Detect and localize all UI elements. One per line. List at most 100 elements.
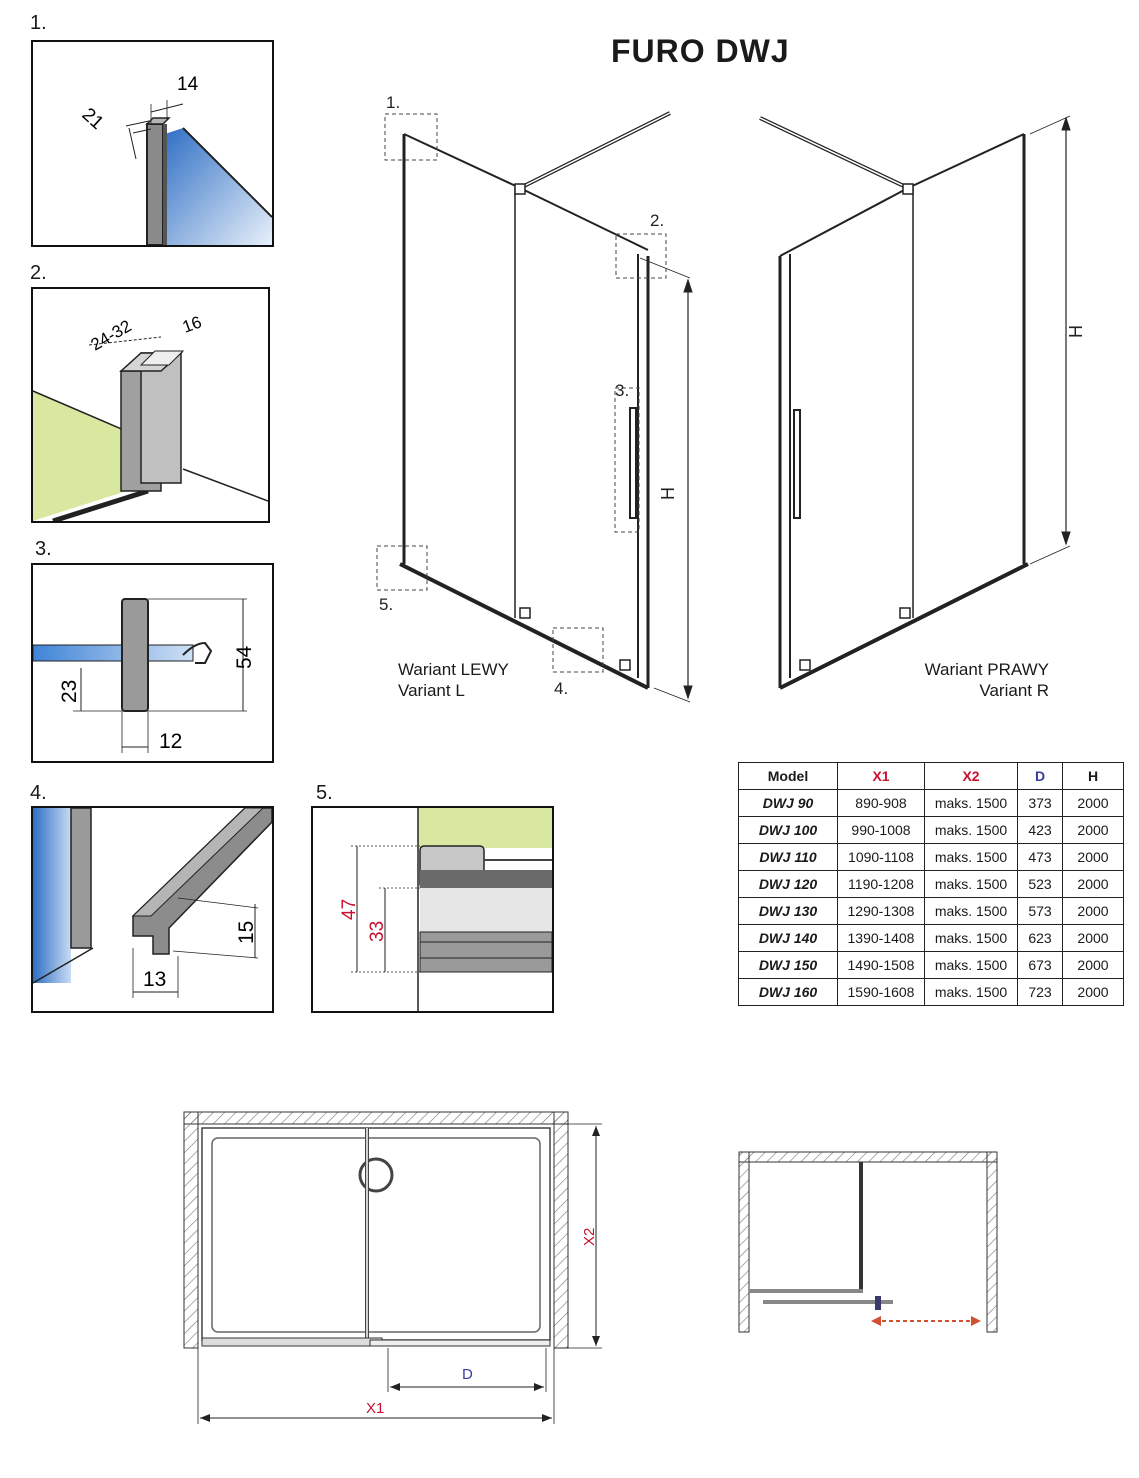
detail-5-panel: 47 33 <box>311 806 554 1013</box>
cell-d: 473 <box>1017 843 1063 871</box>
callout-5: 5. <box>379 595 393 614</box>
cell-model: DWJ 150 <box>738 951 838 979</box>
left-height-label: H <box>658 487 678 500</box>
callout-3: 3. <box>615 381 629 400</box>
plan-view-drawing: X2 D X1 <box>183 1111 602 1424</box>
profile-shape <box>146 123 164 245</box>
detail-1-label: 1. <box>30 12 47 34</box>
detail-2-panel: 24-32 16 <box>31 287 270 523</box>
left-variant-en: Variant L <box>398 681 465 700</box>
table-header-row: Model X1 X2 D H <box>738 762 1124 790</box>
right-height-label: H <box>1066 325 1086 338</box>
cell-x1: 1190-1208 <box>837 870 925 898</box>
detail-3-panel: 54 23 12 <box>31 563 274 763</box>
right-variant-en: Variant R <box>979 681 1049 700</box>
cell-model: DWJ 110 <box>738 843 838 871</box>
dim-24-32: 24-32 <box>88 316 135 354</box>
glass-shape <box>33 644 194 662</box>
cell-model: DWJ 130 <box>738 897 838 925</box>
col-x2: X2 <box>924 762 1018 790</box>
dim-21: 21 <box>78 104 108 134</box>
cell-x2: maks. 1500 <box>924 951 1018 979</box>
drain-icon <box>358 1157 394 1193</box>
col-x1: X1 <box>837 762 925 790</box>
detail-3-label: 3. <box>35 538 52 560</box>
detail-4-panel: 15 13 <box>31 806 274 1013</box>
cell-d: 423 <box>1017 816 1063 844</box>
cell-x1: 1590-1608 <box>837 978 925 1006</box>
cell-model: DWJ 100 <box>738 816 838 844</box>
dim-47: 47 <box>339 899 360 920</box>
detail-4-drawing: 15 13 <box>33 808 272 998</box>
dim-16: 16 <box>180 312 204 336</box>
plan-x2-label: X2 <box>581 1228 598 1246</box>
cell-x2: maks. 1500 <box>924 816 1018 844</box>
dim-13: 13 <box>143 968 166 991</box>
detail-5-label: 5. <box>316 782 333 804</box>
cell-x1: 1090-1108 <box>837 843 925 871</box>
cell-model: DWJ 120 <box>738 870 838 898</box>
cell-x2: maks. 1500 <box>924 870 1018 898</box>
dim-14: 14 <box>177 74 199 95</box>
cell-h: 2000 <box>1062 870 1124 898</box>
cell-model: DWJ 90 <box>738 789 838 817</box>
detail-5-drawing: 47 33 <box>339 808 552 1011</box>
cell-h: 2000 <box>1062 897 1124 925</box>
rail-shape <box>132 808 272 955</box>
detail-2-drawing: 24-32 16 <box>33 312 268 521</box>
elevation-drawing: 1. 2. 3. 4. 5. H H <box>376 93 1086 703</box>
cell-x2: maks. 1500 <box>924 843 1018 871</box>
col-model: Model <box>738 762 838 790</box>
plan-schematic-drawing <box>738 1151 998 1333</box>
cell-x1: 1290-1308 <box>837 897 925 925</box>
detail-4-label: 4. <box>30 782 47 804</box>
cell-x1: 890-908 <box>837 789 925 817</box>
cell-x1: 990-1008 <box>837 816 925 844</box>
cell-d: 573 <box>1017 897 1063 925</box>
handle-shape <box>121 598 149 712</box>
glass-shape <box>33 808 71 983</box>
glass-shape <box>165 128 272 245</box>
cell-d: 673 <box>1017 951 1063 979</box>
cell-d: 373 <box>1017 789 1063 817</box>
cell-model: DWJ 140 <box>738 924 838 952</box>
cell-h: 2000 <box>1062 816 1124 844</box>
dim-23: 23 <box>58 680 81 703</box>
cell-x2: maks. 1500 <box>924 897 1018 925</box>
left-variant-caption: Wariant LEWY Variant L <box>398 659 509 701</box>
cell-x2: maks. 1500 <box>924 789 1018 817</box>
dim-15: 15 <box>235 921 258 944</box>
cell-d: 523 <box>1017 870 1063 898</box>
cell-x1: 1390-1408 <box>837 924 925 952</box>
detail-3-drawing: 54 23 12 <box>33 598 256 753</box>
cell-x1: 1490-1508 <box>837 951 925 979</box>
right-variant-drawing <box>759 115 1071 690</box>
plan-x1-label: X1 <box>366 1400 384 1417</box>
cell-h: 2000 <box>1062 924 1124 952</box>
cell-h: 2000 <box>1062 978 1124 1006</box>
cell-model: DWJ 160 <box>738 978 838 1006</box>
col-d: D <box>1017 762 1063 790</box>
left-variant-drawing <box>399 111 693 703</box>
cell-d: 623 <box>1017 924 1063 952</box>
callout-2: 2. <box>650 211 664 230</box>
right-variant-caption: Wariant PRAWY Variant R <box>900 659 1049 701</box>
cell-h: 2000 <box>1062 789 1124 817</box>
dim-33: 33 <box>367 921 388 942</box>
callout-4: 4. <box>554 679 568 698</box>
detail-1-panel: 21 14 <box>31 40 274 247</box>
handle-shape <box>629 407 637 519</box>
callout-1: 1. <box>386 93 400 112</box>
detail-2-label: 2. <box>30 262 47 284</box>
left-variant-pl: Wariant LEWY <box>398 660 509 679</box>
